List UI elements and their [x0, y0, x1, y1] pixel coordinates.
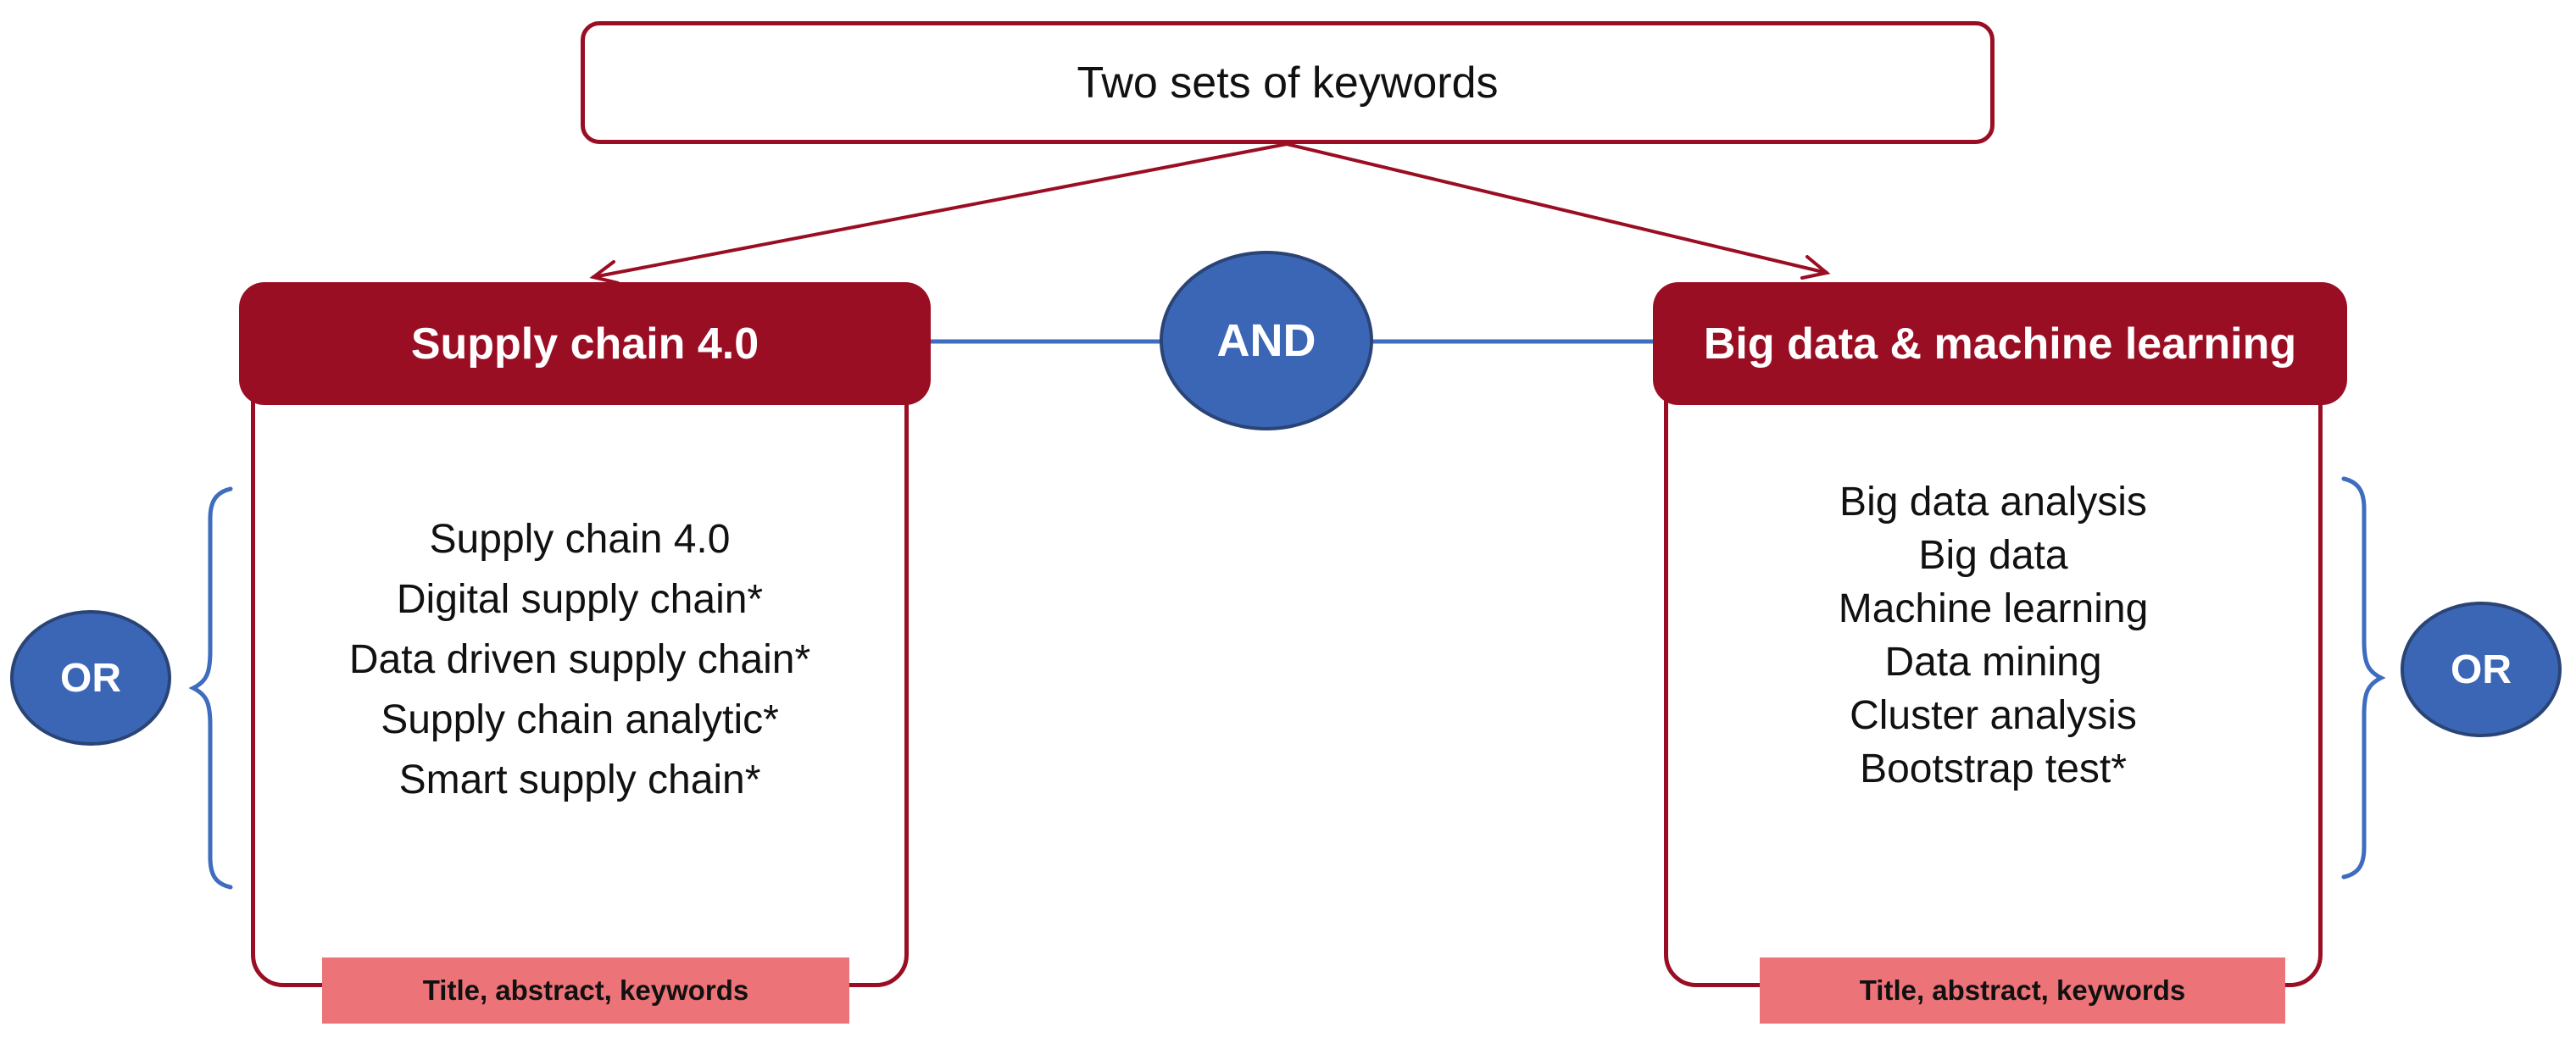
keyword-item: Cluster analysis — [1850, 693, 2137, 738]
or-node-right-label: OR — [2451, 647, 2512, 692]
or-node-left-label: OR — [60, 655, 121, 701]
right-keyword-list: Big data analysis Big data Machine learn… — [1664, 475, 2323, 796]
or-node-left: OR — [10, 610, 171, 746]
arrow-right-head-icon — [1800, 255, 1831, 280]
or-node-right: OR — [2401, 602, 2562, 737]
right-footer-text: Title, abstract, keywords — [1859, 974, 2186, 1006]
left-header-label: Supply chain 4.0 — [410, 319, 759, 369]
right-footer-label: Title, abstract, keywords — [1760, 958, 2285, 1024]
and-node-label: AND — [1216, 315, 1316, 366]
arrow-right-line — [1285, 142, 1828, 275]
keyword-item: Supply chain analytic* — [381, 697, 779, 742]
arrow-left-head-icon — [589, 260, 620, 285]
brace-right — [2341, 476, 2386, 880]
right-keywords-panel — [1664, 360, 2323, 987]
keyword-item: Data driven supply chain* — [348, 637, 811, 682]
left-footer-text: Title, abstract, keywords — [422, 974, 749, 1006]
top-keywords-box: Two sets of keywords — [581, 21, 1995, 144]
brace-left — [188, 486, 233, 890]
keyword-item: Data mining — [1884, 640, 2102, 685]
left-header: Supply chain 4.0 — [239, 282, 931, 405]
left-keyword-list: Supply chain 4.0 Digital supply chain* D… — [251, 509, 909, 810]
keyword-item: Bootstrap test* — [1860, 747, 2127, 791]
keyword-item: Big data — [1918, 533, 2068, 578]
arrow-left-line — [592, 142, 1288, 279]
keyword-item: Big data analysis — [1839, 480, 2147, 525]
and-node: AND — [1160, 251, 1373, 430]
right-header: Big data & machine learning — [1653, 282, 2347, 405]
keyword-item: Digital supply chain* — [396, 577, 764, 622]
keyword-item: Smart supply chain* — [398, 758, 761, 802]
top-keywords-label: Two sets of keywords — [1077, 58, 1499, 108]
right-header-label: Big data & machine learning — [1703, 319, 2297, 369]
keyword-item: Supply chain 4.0 — [429, 517, 731, 562]
left-footer-label: Title, abstract, keywords — [322, 958, 849, 1024]
keyword-item: Machine learning — [1838, 586, 2149, 631]
